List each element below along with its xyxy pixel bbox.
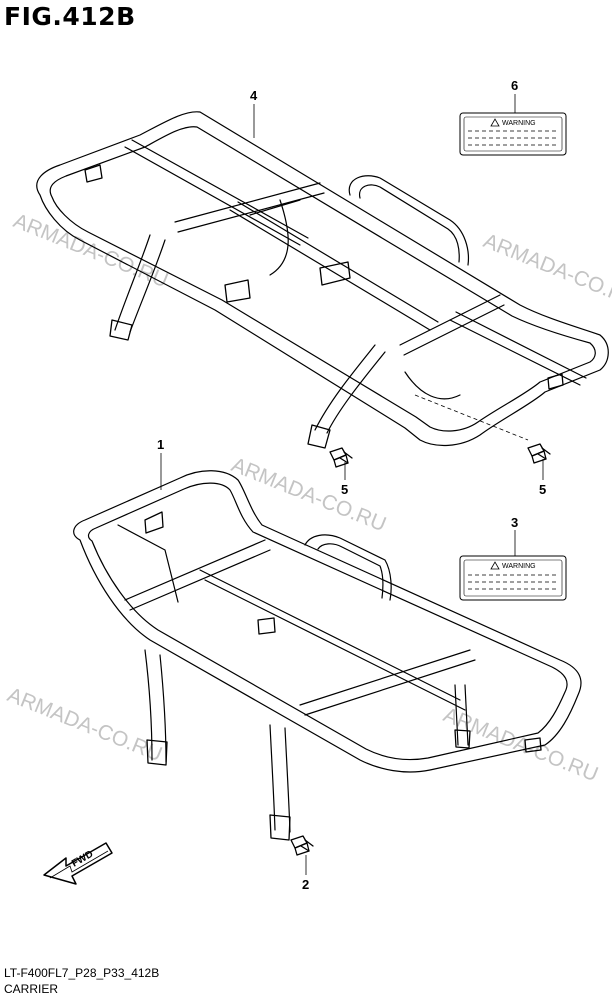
- rear-carrier-part-4: [36, 111, 609, 449]
- callout-1: 1: [157, 437, 164, 452]
- watermark: ARMADA-CO.RU: [4, 683, 165, 766]
- watermark: ARMADA-CO.RU: [480, 229, 612, 312]
- figure-title: FIG.412B: [4, 2, 136, 31]
- fwd-arrow-icon: FWD: [43, 842, 113, 885]
- warning-label-text: WARNING: [502, 120, 536, 127]
- watermark: ARMADA-CO.RU: [228, 453, 389, 536]
- callout-2: 2: [302, 877, 309, 892]
- watermarks: ARMADA-CO.RU ARMADA-CO.RU ARMADA-CO.RU A…: [4, 209, 612, 786]
- bolt-part-5-left: [329, 447, 353, 468]
- bolt-part-2: [290, 835, 314, 856]
- bolt-part-5-right: [527, 443, 551, 464]
- watermark: ARMADA-CO.RU: [440, 703, 601, 786]
- callouts: 4 6 1 5 5 3 2: [157, 78, 546, 892]
- callout-6: 6: [511, 78, 518, 93]
- warning-label-part-6: WARNING: [459, 112, 567, 156]
- figure-code: LT-F400FL7_P28_P33_412B: [4, 966, 160, 980]
- figure-name: CARRIER: [4, 982, 59, 996]
- callout-4: 4: [250, 88, 258, 103]
- watermark: ARMADA-CO.RU: [10, 209, 171, 292]
- callout-5-left: 5: [341, 482, 348, 497]
- callout-3: 3: [511, 515, 518, 530]
- callout-5-right: 5: [539, 482, 546, 497]
- front-carrier-part-1: [73, 470, 582, 841]
- warning-label-text: WARNING: [502, 563, 536, 570]
- warning-label-part-3: WARNING: [459, 555, 567, 601]
